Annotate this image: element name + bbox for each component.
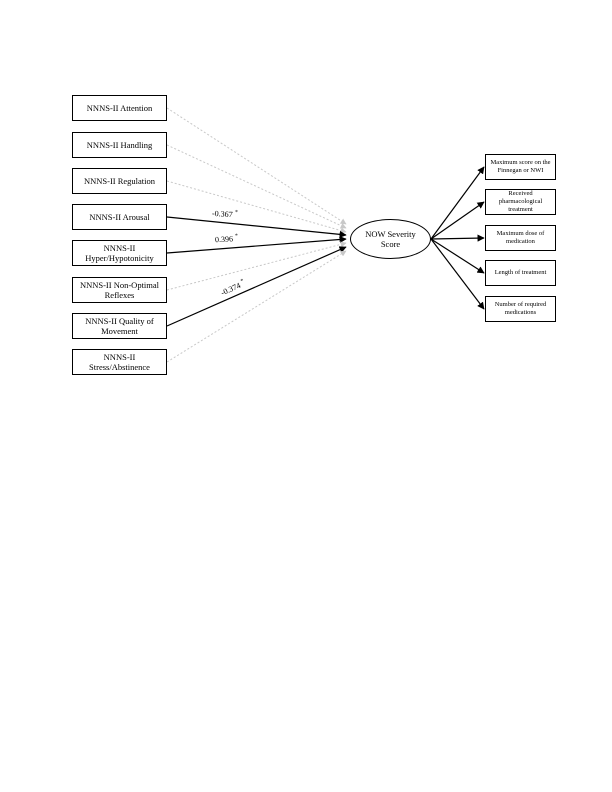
outcome-label: Number of required medications — [494, 301, 547, 316]
predictor-label: NNNS-II Quality of Movement — [85, 315, 154, 336]
path-handling — [166, 144, 347, 229]
predictor-box-arousal: NNNS-II Arousal — [72, 204, 167, 230]
predictor-label: NNNS-II Non-Optimal Reflexes — [79, 279, 160, 300]
coefficient-arousal: -0.367 * — [212, 208, 238, 219]
predictor-label: NNNS-II Arousal — [89, 211, 150, 222]
predictor-label: NNNS-II Regulation — [83, 175, 156, 186]
predictor-label: NNNS-II Handling — [86, 139, 153, 150]
path-stress-abstinence — [166, 250, 347, 363]
path-arousal — [166, 216, 347, 238]
path-quality-of-movement — [166, 246, 347, 327]
predictor-box-hyper-hypotonicity: NNNS-II Hyper/Hypotonicity — [72, 240, 167, 266]
path-attention — [166, 107, 347, 225]
outcome-box-received-treatment: Received pharmacological treatment — [485, 189, 556, 215]
path-to-max-score — [430, 166, 485, 240]
path-non-optimal-reflexes — [166, 241, 347, 291]
significance-star: * — [234, 233, 239, 240]
now-severity-score-node: NOW Severity Score — [350, 219, 431, 259]
predictor-box-stress-abstinence: NNNS-II Stress/Abstinence — [72, 349, 167, 375]
predictor-box-non-optimal-reflexes: NNNS-II Non-Optimal Reflexes — [72, 277, 167, 303]
path-to-received-treatment — [430, 201, 485, 240]
path-to-max-dose — [430, 234, 485, 242]
path-hyper-hypotonicity — [166, 235, 347, 254]
coefficient-value: -0.367 — [211, 208, 233, 220]
predictor-label: NNNS-II Stress/Abstinence — [89, 351, 150, 372]
outcome-label: Received pharmacological treatment — [498, 190, 543, 213]
outcome-box-max-dose: Maximum dose of medication — [485, 225, 556, 251]
outcome-box-length-of-treatment: Length of treatment — [485, 260, 556, 286]
center-label: NOW Severity Score — [365, 228, 416, 249]
predictor-box-handling: NNNS-II Handling — [72, 132, 167, 158]
outcome-label: Maximum score on the Finnegan or NWI — [490, 159, 551, 174]
coefficient-value: 0.396 — [214, 234, 234, 245]
coefficient-hyper-hypotonicity: 0.396 * — [215, 233, 238, 244]
path-to-length-of-treatment — [430, 238, 485, 274]
significance-star: * — [234, 209, 238, 216]
predictor-box-regulation: NNNS-II Regulation — [72, 168, 167, 194]
outcome-box-number-of-medications: Number of required medications — [485, 296, 556, 322]
predictor-box-quality-of-movement: NNNS-II Quality of Movement — [72, 313, 167, 339]
predictor-box-attention: NNNS-II Attention — [72, 95, 167, 121]
outcome-label: Length of treatment — [494, 269, 547, 277]
predictor-label: NNNS-II Attention — [86, 102, 153, 113]
outcome-label: Maximum dose of medication — [496, 230, 545, 245]
path-regulation — [166, 180, 347, 234]
predictor-label: NNNS-II Hyper/Hypotonicity — [85, 242, 154, 263]
path-to-number-of-medications — [430, 238, 485, 310]
outcome-box-max-score: Maximum score on the Finnegan or NWI — [485, 154, 556, 180]
